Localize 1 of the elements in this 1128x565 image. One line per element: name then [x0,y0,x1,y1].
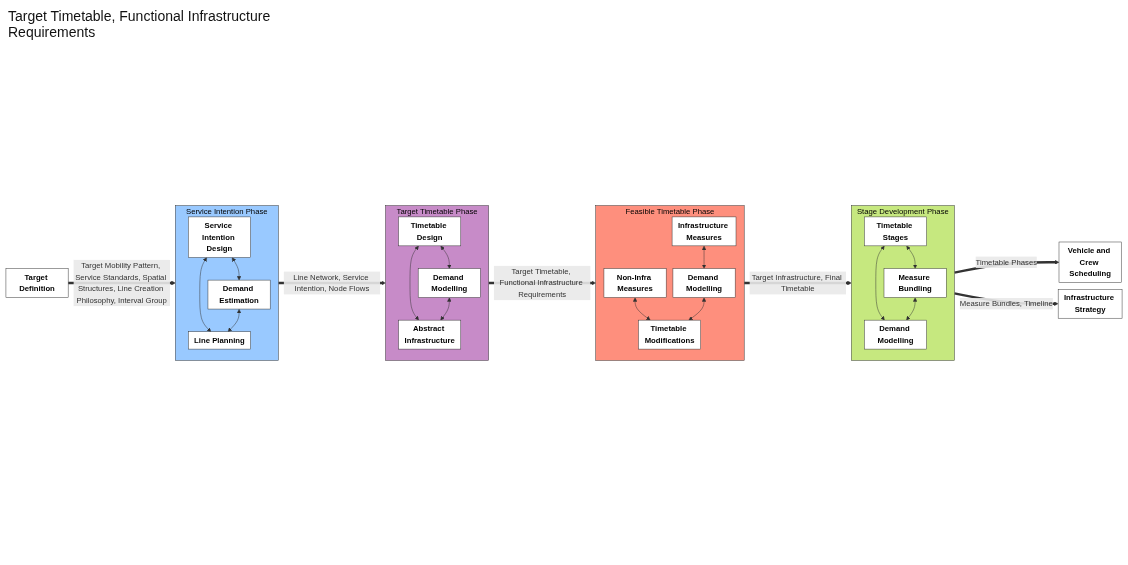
note-text: Target Timetable, Functional Infrastructure Requirements [8,8,272,40]
